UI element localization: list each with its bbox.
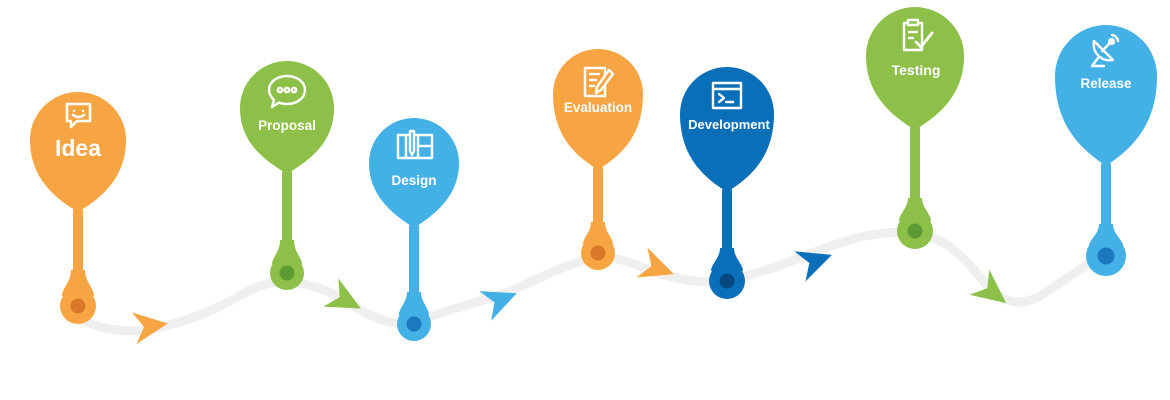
step-label: Idea: [55, 135, 101, 161]
step-evaluation: Evaluation: [553, 49, 643, 270]
pin-shape: [1055, 25, 1157, 166]
pin-dot: [907, 223, 923, 239]
pin-shape: [866, 7, 964, 130]
pin-neck: [62, 270, 94, 296]
pin-stem: [910, 124, 920, 214]
step-label: Evaluation: [564, 100, 632, 115]
step-release: Release: [1055, 25, 1157, 276]
step-development: Development: [680, 67, 774, 299]
direction-arrow: [131, 312, 168, 345]
pin-shape: [680, 67, 774, 192]
chat-smile-icon: [65, 102, 92, 129]
pin-shape: [553, 49, 643, 170]
pin-stem: [1101, 160, 1111, 238]
direction-arrow: [969, 269, 1007, 304]
pin-dot: [279, 265, 295, 281]
pin-dot: [590, 245, 606, 261]
pin-dot: [70, 298, 86, 314]
step-idea: Idea: [30, 92, 126, 324]
direction-arrow: [794, 251, 832, 282]
pin-stem: [593, 164, 603, 236]
pin-shape: [369, 118, 459, 228]
pin-shape: [240, 61, 334, 174]
clipboard-check-icon: [902, 18, 934, 52]
direction-arrow: [479, 291, 517, 321]
pin-stem: [409, 222, 419, 306]
step-label: Proposal: [258, 118, 316, 133]
pin-stem: [73, 206, 83, 282]
pin-neck: [1089, 224, 1123, 246]
blueprint-pencil-icon: [396, 129, 434, 160]
pin-stem: [282, 168, 292, 252]
pin-neck: [399, 292, 429, 315]
pin-dot: [719, 273, 735, 289]
pin-neck: [899, 198, 931, 221]
step-design: Design: [369, 118, 459, 341]
step-label: Development: [688, 117, 770, 132]
direction-arrow: [636, 247, 674, 278]
step-label: Design: [391, 173, 436, 188]
pin-shape: [30, 92, 126, 212]
pin-dot: [1097, 247, 1115, 265]
step-label: Testing: [892, 62, 941, 78]
pin-neck: [272, 240, 302, 264]
satellite-dish-icon: [1090, 33, 1120, 68]
checklist-pen-icon: [583, 66, 615, 98]
pin-neck: [583, 222, 613, 244]
step-label: Release: [1080, 76, 1132, 91]
step-proposal: Proposal: [240, 61, 334, 290]
pin-dot: [406, 316, 422, 332]
pin-stem: [722, 186, 732, 262]
pin-neck: [711, 248, 743, 271]
step-testing: Testing: [866, 7, 964, 249]
direction-arrow: [323, 278, 361, 309]
terminal-window-icon: [711, 81, 743, 110]
speech-bubble-icon: [267, 74, 307, 109]
